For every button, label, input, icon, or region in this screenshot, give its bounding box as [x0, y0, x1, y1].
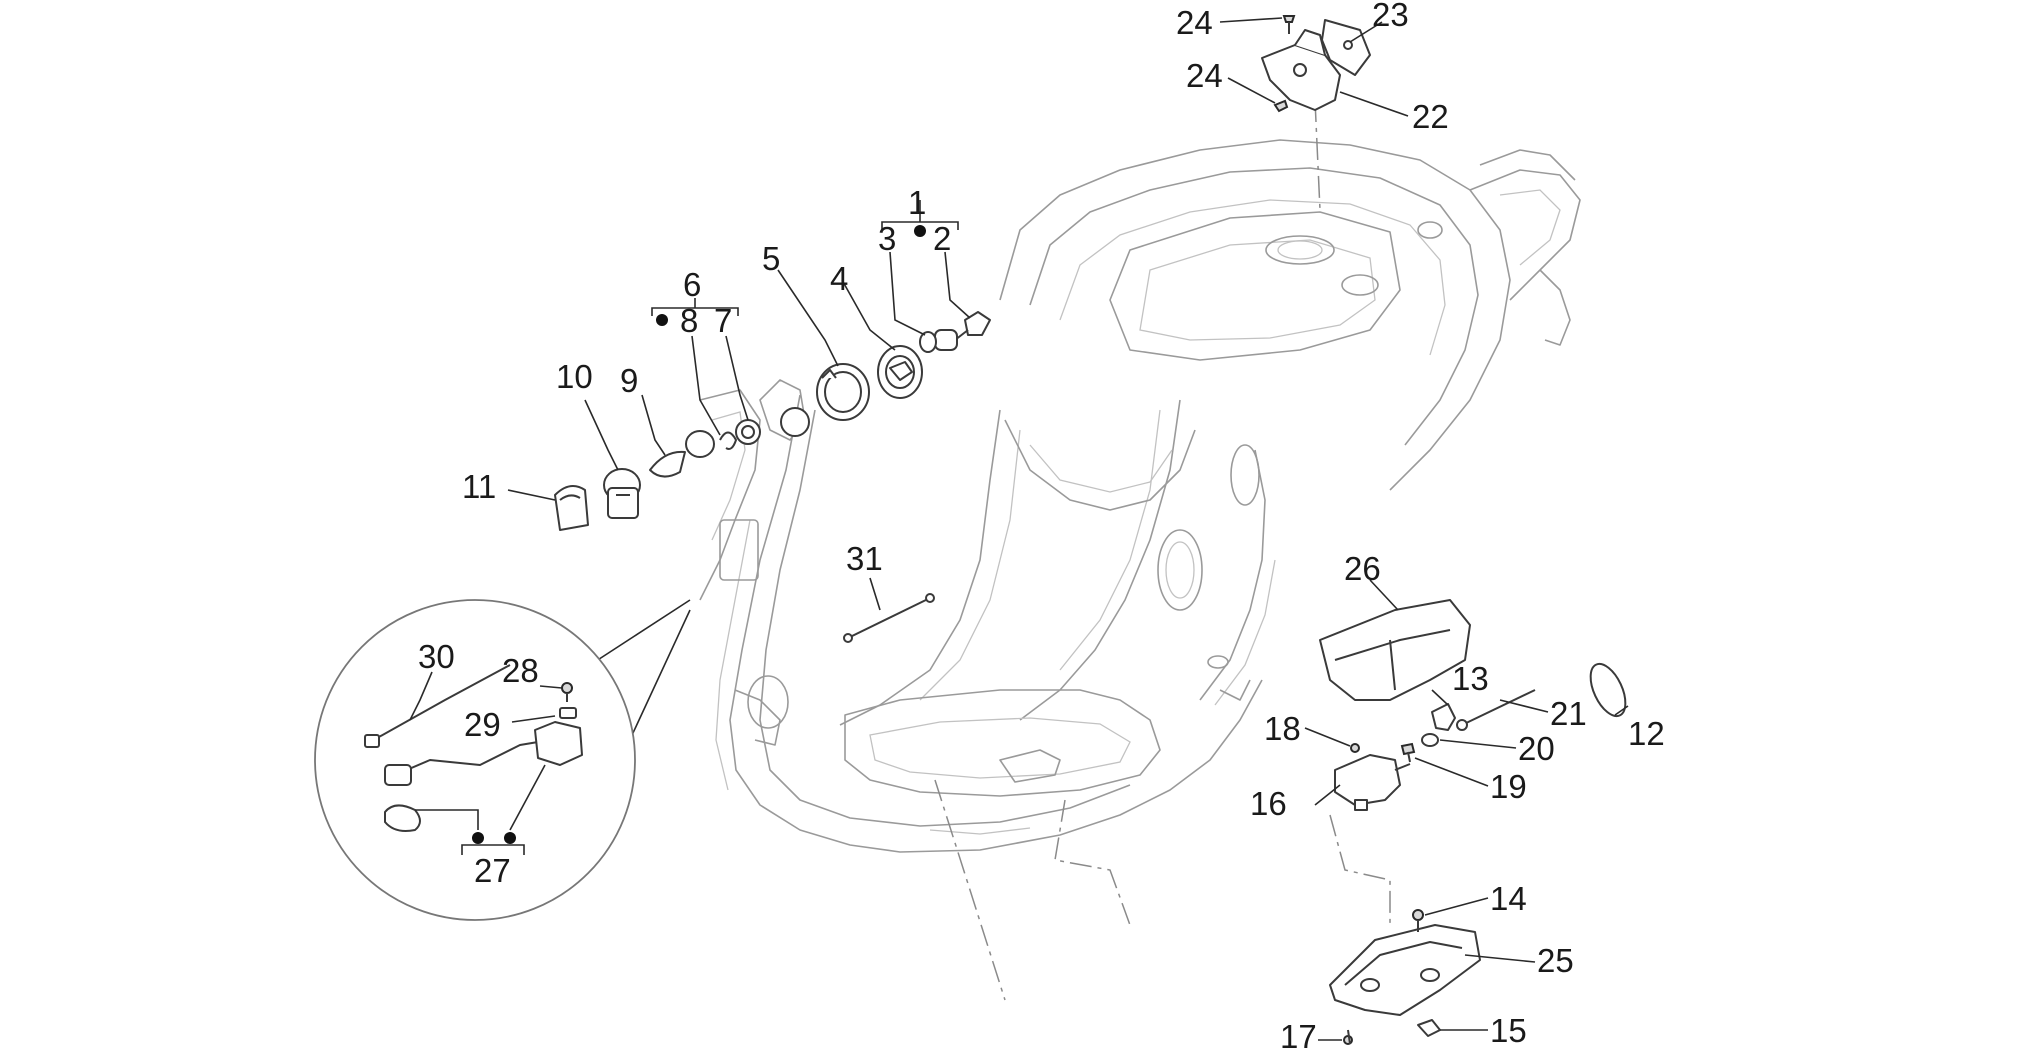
part-switch-10	[603, 468, 641, 519]
callout-labels: 1 3 2 4 5 6 8 7 10 9 11 31 24 23 24 22 2…	[418, 0, 1665, 1055]
assembly-reference-lines	[934, 99, 1391, 1001]
callout-26: 26	[1344, 550, 1381, 587]
callout-9: 9	[620, 362, 638, 399]
callout-16: 16	[1250, 785, 1287, 822]
callout-22: 22	[1412, 98, 1449, 135]
part-screw-18	[1350, 743, 1360, 753]
part-nut-15	[1417, 1019, 1441, 1037]
callout-20: 20	[1518, 730, 1555, 767]
callout-24-top: 24	[1176, 4, 1213, 41]
part-screw-14	[1412, 909, 1424, 932]
part-washer-7	[735, 407, 810, 445]
callout-25: 25	[1537, 942, 1574, 979]
part-bushing-20	[1421, 733, 1439, 747]
callout-28: 28	[502, 652, 539, 689]
callout-15: 15	[1490, 1012, 1527, 1049]
callout-3: 3	[878, 220, 896, 257]
callout-2: 2	[933, 220, 951, 257]
part-rod-21	[1456, 689, 1536, 731]
part-cover-26	[1319, 599, 1471, 701]
callout-4: 4	[830, 260, 848, 297]
part-cap-9	[649, 430, 715, 478]
part-hinge-plate-23	[1321, 19, 1371, 76]
part-actuator-16	[1334, 754, 1411, 811]
part-trim-ring-5	[816, 363, 870, 421]
part-key-2	[954, 311, 991, 341]
part-bracket-22	[1261, 29, 1341, 111]
part-rod-31	[843, 593, 935, 643]
callout-31: 31	[846, 540, 883, 577]
part-screw-24-lower	[1273, 99, 1289, 113]
part-screw-17	[1343, 1029, 1353, 1045]
callout-19: 19	[1490, 768, 1527, 805]
callout-24-lower: 24	[1186, 57, 1223, 94]
callout-12: 12	[1628, 715, 1665, 752]
callout-30: 30	[418, 638, 455, 675]
callout-10: 10	[556, 358, 593, 395]
callout-23: 23	[1372, 0, 1409, 33]
callout-18: 18	[1264, 710, 1301, 747]
callout-17: 17	[1280, 1018, 1317, 1055]
scooter-frame-outline	[699, 139, 1581, 853]
callout-14: 14	[1490, 880, 1527, 917]
callout-8: 8	[680, 302, 698, 339]
detail-zoom-circle	[314, 599, 691, 921]
part-tray-25	[1329, 924, 1481, 1016]
part-cylinder-3	[919, 329, 958, 353]
part-lock-body-4	[877, 345, 923, 399]
callout-1: 1	[908, 184, 926, 221]
part-clip-13	[1431, 703, 1456, 731]
callout-29: 29	[464, 706, 501, 743]
callout-6: 6	[683, 266, 701, 303]
part-screw-19	[1400, 742, 1416, 763]
callout-7: 7	[714, 302, 732, 339]
part-spring-clip-8	[719, 431, 737, 450]
callout-27: 27	[474, 852, 511, 889]
part-ring-12	[1589, 662, 1627, 718]
callout-11: 11	[462, 468, 496, 505]
leader-lines	[409, 17, 1629, 1041]
part-screw-24-top	[1282, 15, 1296, 34]
callout-5: 5	[762, 240, 780, 277]
callout-21: 21	[1550, 695, 1587, 732]
part-cover-11	[554, 485, 589, 531]
callout-13: 13	[1452, 660, 1489, 697]
